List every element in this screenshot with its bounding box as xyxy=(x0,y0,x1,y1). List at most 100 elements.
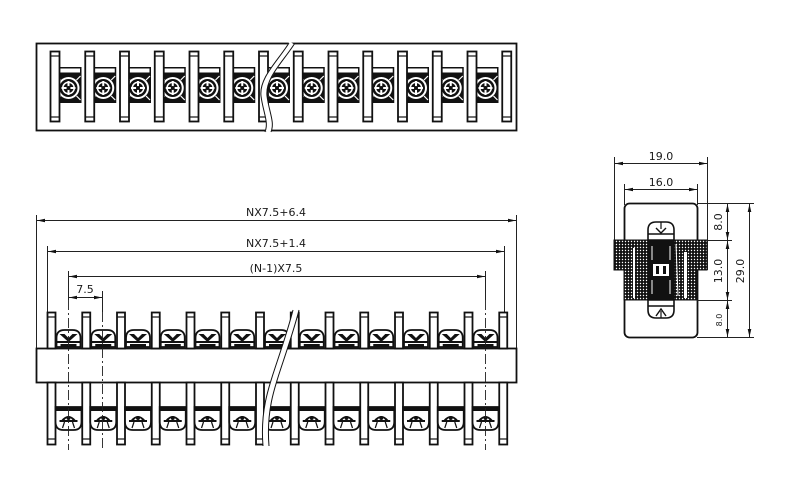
screw-center xyxy=(205,86,210,90)
screw-washer xyxy=(195,341,220,343)
top-view xyxy=(35,41,518,134)
side-view: 19.0 16.0 xyxy=(613,150,754,339)
barrier-body xyxy=(289,381,300,446)
front-upper-barrier-post xyxy=(116,311,126,350)
screw-dome xyxy=(200,416,215,420)
terminal-cap xyxy=(437,407,464,411)
side-upper-screw-icon xyxy=(647,221,675,241)
barrier-body xyxy=(292,50,304,123)
screw-clamp xyxy=(442,344,459,347)
front-upper-barrier-post xyxy=(255,311,265,350)
screw-washer xyxy=(91,341,116,343)
dimension-overall-height: 29.0 xyxy=(734,204,752,337)
screw-slot xyxy=(233,334,252,342)
front-upper-barrier-post xyxy=(394,311,404,350)
front-upper-screw-terminal xyxy=(437,329,464,348)
screw-slot xyxy=(372,334,391,342)
front-upper-barrier-post xyxy=(46,311,57,350)
screw-washer xyxy=(372,420,391,422)
screw-clamp xyxy=(164,344,181,347)
top-barrier-post xyxy=(153,50,165,123)
screw-clamp xyxy=(373,344,390,347)
barrier-body xyxy=(498,311,509,350)
screw-washer xyxy=(265,341,289,343)
screw-center xyxy=(101,416,106,420)
barrier-body xyxy=(46,311,57,350)
screw-dome xyxy=(339,416,354,420)
barrier-body xyxy=(431,50,443,123)
screw-washer xyxy=(407,420,425,422)
barrier-body xyxy=(428,381,439,446)
barrier-body xyxy=(255,311,265,350)
screw-center xyxy=(275,416,279,420)
front-lower-terminal-row xyxy=(54,406,500,431)
barrier-body xyxy=(327,50,339,123)
dim-label-upper-height: 8.0 xyxy=(712,213,725,231)
dim-label-pitch-span: (N-1)X7.5 xyxy=(250,262,303,275)
screw-dome xyxy=(165,416,180,420)
screw-center xyxy=(240,86,245,90)
screw-center xyxy=(136,416,140,420)
screw-dome xyxy=(478,416,493,420)
screw-washer xyxy=(299,341,324,343)
barrier-body xyxy=(324,311,335,350)
screw-center xyxy=(101,86,106,90)
front-lower-screw-terminal xyxy=(158,406,187,431)
dim-label-overall-length: NX7.5+6.4 xyxy=(246,206,306,219)
screw-clamp xyxy=(269,344,285,347)
screw-slot xyxy=(129,334,147,342)
front-lower-barrier-post xyxy=(498,381,509,446)
side-lower-screw-icon xyxy=(647,299,675,319)
front-lower-screw-terminal xyxy=(263,406,291,431)
barrier-body xyxy=(501,50,513,123)
top-screw-terminal xyxy=(90,67,117,103)
screw-center xyxy=(309,86,314,90)
terminal-cap xyxy=(333,407,360,411)
dimension-pitch-span: (N-1)X7.5 xyxy=(68,262,486,300)
barrier-body xyxy=(463,381,474,446)
barrier-body xyxy=(463,311,474,350)
barrier-body xyxy=(466,50,478,123)
screw-washer xyxy=(94,420,113,422)
top-barrier-post xyxy=(223,50,235,123)
top-view-frame xyxy=(35,42,518,132)
front-upper-barrier-post xyxy=(81,311,92,350)
screw-center xyxy=(275,86,279,90)
terminal-cap xyxy=(368,407,395,411)
barrier-body xyxy=(49,50,61,123)
screw-slot xyxy=(268,334,286,342)
front-lower-screw-terminal xyxy=(297,406,326,431)
screw-washer xyxy=(441,420,460,422)
top-barrier-post xyxy=(327,50,339,123)
screw-clamp xyxy=(303,344,320,347)
dimension-body-width: 16.0 xyxy=(624,176,698,205)
barrier-body xyxy=(153,50,165,123)
barrier-body xyxy=(185,311,196,350)
front-break-line xyxy=(261,309,300,447)
screw-clamp xyxy=(130,344,146,347)
dim-label-overall-width: 19.0 xyxy=(649,150,674,163)
screw-clamp xyxy=(95,344,112,347)
dim-label-inner-length: NX7.5+1.4 xyxy=(246,237,306,250)
screw-dome xyxy=(235,416,250,420)
barrier-body xyxy=(119,50,130,123)
barrier-body xyxy=(185,381,196,446)
front-upper-barrier-row xyxy=(46,311,509,350)
screw-slot xyxy=(163,334,182,342)
front-upper-barrier-post xyxy=(220,311,231,350)
barrier-body xyxy=(116,381,126,446)
screw-center xyxy=(170,416,175,420)
barrier-body xyxy=(359,311,370,350)
front-upper-screw-terminal xyxy=(90,329,117,348)
terminal-cap xyxy=(194,407,221,411)
front-upper-barrier-post xyxy=(428,311,439,350)
top-barrier-post xyxy=(466,50,478,123)
barrier-body xyxy=(362,50,374,123)
screw-slot xyxy=(441,334,460,342)
front-lower-screw-terminal xyxy=(89,406,118,431)
terminal-cap xyxy=(90,407,117,411)
screw-center xyxy=(136,86,140,90)
terminal-cap xyxy=(264,407,290,411)
screw-center xyxy=(448,416,453,420)
screw-clamp xyxy=(234,344,251,347)
